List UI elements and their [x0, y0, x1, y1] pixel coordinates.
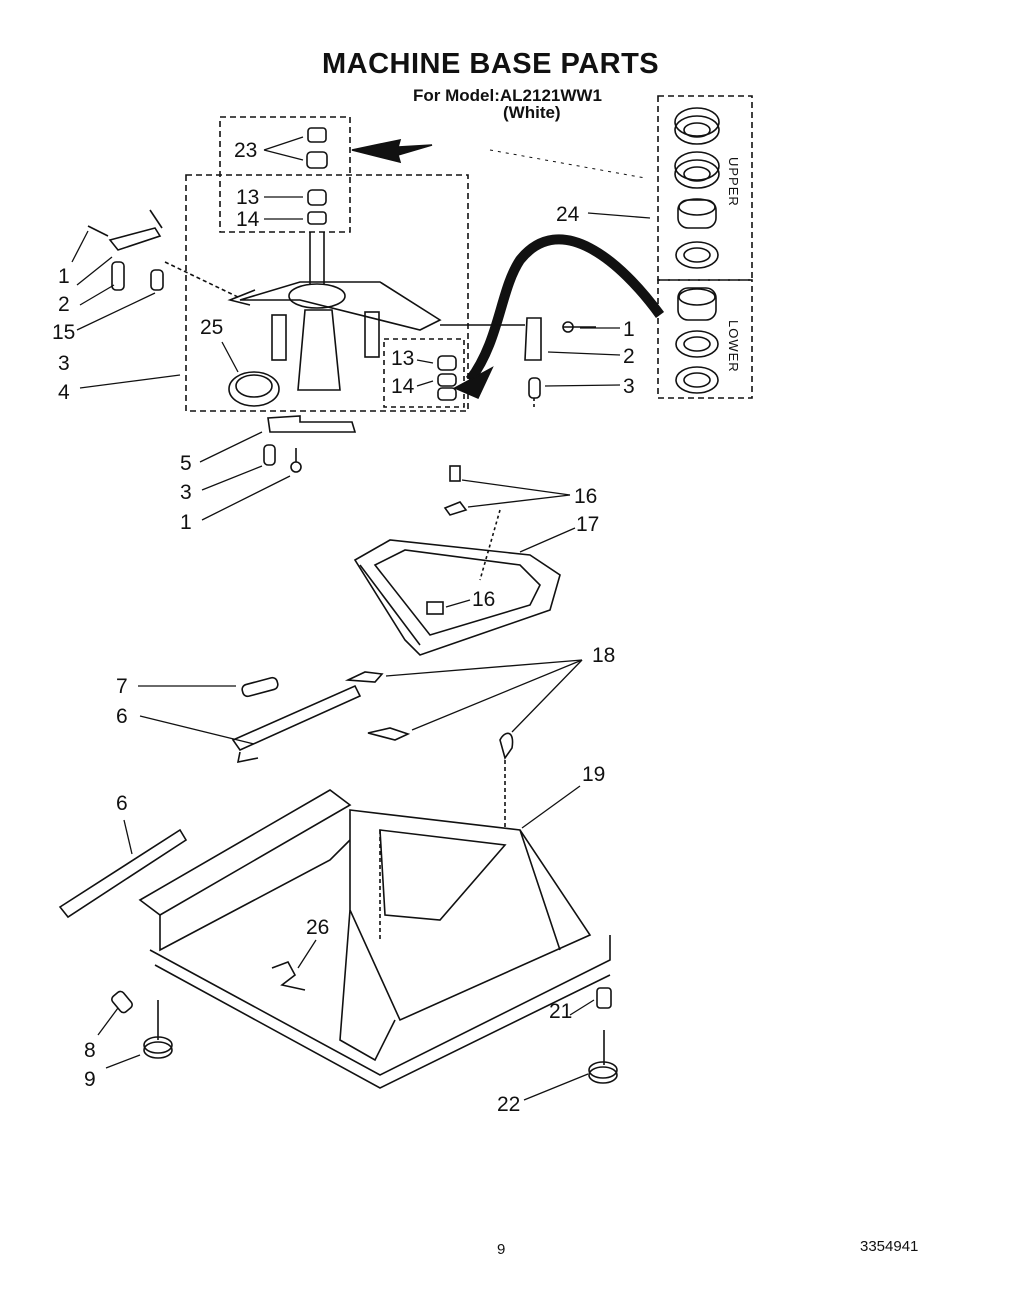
leader-lines [71, 136, 651, 1101]
callout-1-right: 1 [623, 318, 635, 341]
callout-6: 6 [116, 705, 128, 728]
callout-14: 14 [236, 208, 260, 231]
right-bracket-parts [524, 317, 596, 410]
foot-left [111, 990, 173, 1059]
callout-23: 23 [234, 139, 258, 162]
inset-box-13-14 [383, 338, 465, 408]
callout-14-inset: 14 [391, 375, 415, 398]
callout-6-lower: 6 [116, 792, 128, 815]
foot-right [588, 987, 618, 1084]
upper-label: UPPER [726, 157, 741, 207]
callout-7: 7 [116, 675, 128, 698]
left-bracket-parts [87, 209, 164, 291]
callout-2: 2 [58, 293, 70, 316]
callout-3: 3 [58, 352, 70, 375]
callout-26: 26 [306, 916, 330, 939]
bearing-set-lower [675, 287, 719, 394]
callout-22: 22 [497, 1093, 521, 1116]
frame-17 [353, 465, 561, 656]
callout-16: 16 [574, 485, 598, 508]
callout-21: 21 [549, 1000, 573, 1023]
clips-18 [344, 671, 514, 760]
callout-9: 9 [84, 1068, 96, 1091]
callout-25: 25 [200, 316, 224, 339]
big-arrow-top [351, 138, 433, 164]
bracket-5 [263, 415, 357, 473]
callout-18: 18 [592, 644, 616, 667]
bearing-box-lower [657, 279, 753, 399]
callout-2-right: 2 [623, 345, 635, 368]
parts-23-13-14 [306, 127, 328, 225]
curved-arrow [453, 234, 665, 400]
callout-13: 13 [236, 186, 260, 209]
callout-16-frame: 16 [472, 588, 496, 611]
callout-1: 1 [58, 265, 70, 288]
clip-26 [271, 961, 306, 991]
callout-1-lower: 1 [180, 511, 192, 534]
doc-number: 3354941 [860, 1238, 919, 1255]
transmission-box [185, 174, 469, 412]
model-line: For Model:AL2121WW1 [413, 86, 602, 105]
guide-dash [489, 149, 646, 179]
parts-13-14-lower [437, 355, 457, 401]
color-line: (White) [503, 103, 561, 122]
lower-label: LOWER [726, 320, 741, 373]
page-number: 9 [497, 1241, 506, 1258]
base-frame-19 [138, 760, 611, 1089]
callout-15: 15 [52, 321, 76, 344]
rail-6-lower [58, 828, 188, 919]
callout-19: 19 [582, 763, 606, 786]
callout-17: 17 [576, 513, 600, 536]
callout-3-lower: 3 [180, 481, 192, 504]
callout-3-right: 3 [623, 375, 635, 398]
callout-8: 8 [84, 1039, 96, 1062]
callout-4: 4 [58, 381, 70, 404]
transmission [164, 232, 525, 391]
bearing-set-upper [674, 107, 720, 269]
rail-6-upper [231, 684, 362, 764]
callout-13-inset: 13 [391, 347, 415, 370]
spring-7 [241, 676, 279, 698]
callout-24: 24 [556, 203, 580, 226]
bearing-box-upper [657, 95, 753, 281]
callout-5: 5 [180, 452, 192, 475]
page-title: MACHINE BASE PARTS [322, 48, 660, 80]
ring-25 [228, 371, 280, 407]
